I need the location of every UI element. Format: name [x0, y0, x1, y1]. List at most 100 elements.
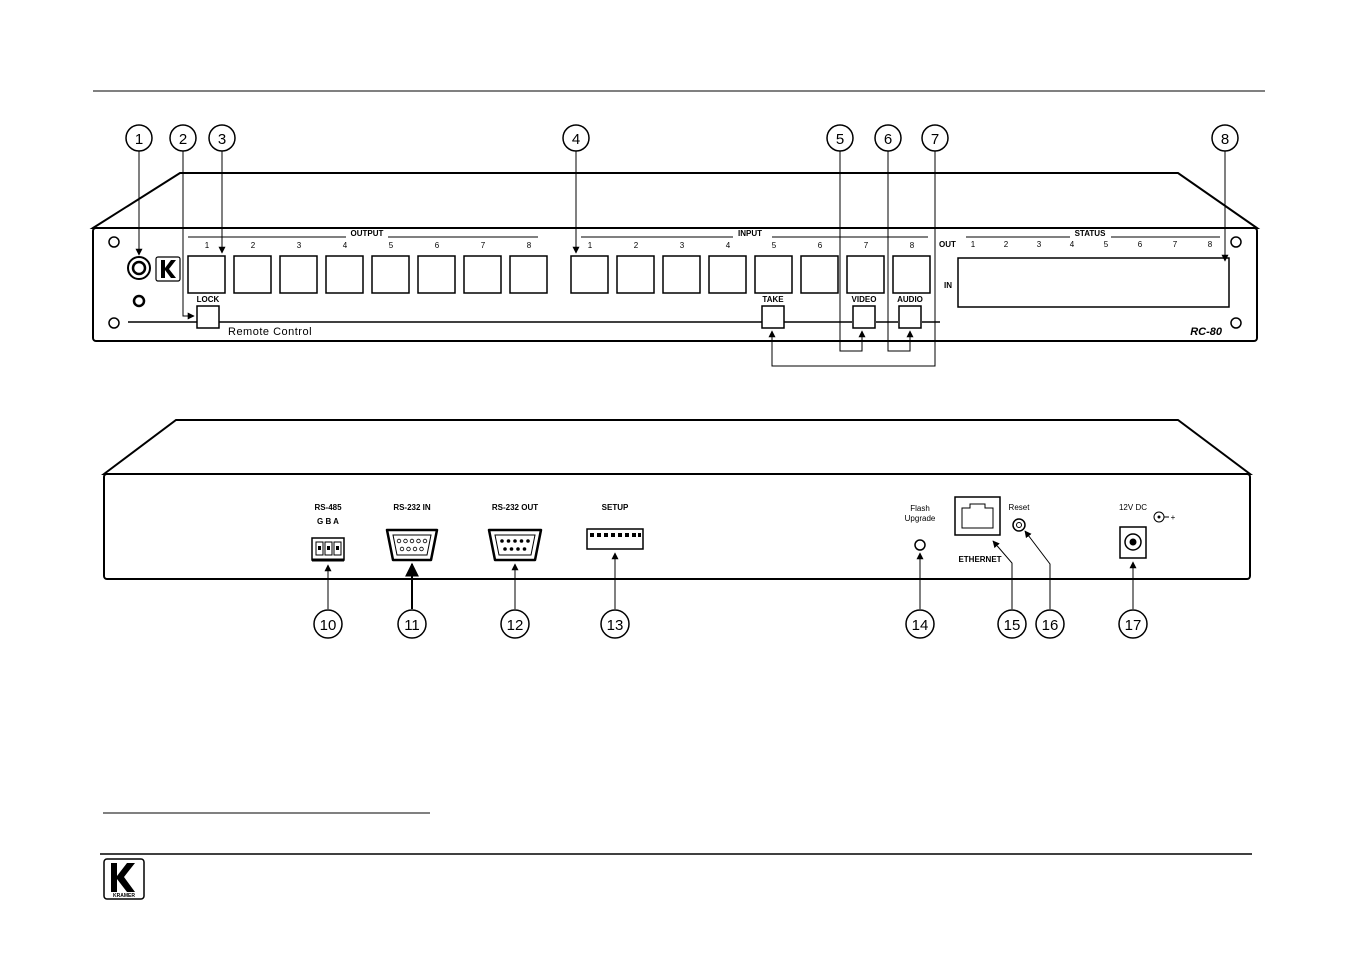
- status-number: 6: [1138, 240, 1143, 249]
- rs232-in-connector[interactable]: [387, 530, 437, 560]
- status-number: 3: [1037, 240, 1042, 249]
- input-button-7[interactable]: [847, 256, 884, 293]
- input-number: 7: [864, 241, 869, 250]
- callout-12: 12: [501, 610, 529, 638]
- input-section-label: INPUT: [738, 229, 762, 238]
- svg-text:1: 1: [135, 131, 143, 148]
- input-number: 8: [910, 241, 915, 250]
- output-section-label: OUTPUT: [351, 229, 384, 238]
- flash-upgrade-label: Upgrade: [905, 514, 936, 523]
- callout-2: 2: [170, 125, 196, 151]
- rs232-in-label: RS-232 IN: [393, 503, 431, 512]
- output-button-5[interactable]: [372, 256, 409, 293]
- callout-7: 7: [922, 125, 948, 151]
- svg-text:3: 3: [218, 131, 226, 148]
- input-button-8[interactable]: [893, 256, 930, 293]
- callout-1: 1: [126, 125, 152, 151]
- input-button-2[interactable]: [617, 256, 654, 293]
- svg-text:2: 2: [179, 131, 187, 148]
- callout-10: 10: [314, 610, 342, 638]
- front-callouts: 1 2 3 4 5 6 7 8: [126, 125, 1238, 151]
- ethernet-port[interactable]: [955, 497, 1000, 535]
- callout-6: 6: [875, 125, 901, 151]
- video-label: VIDEO: [852, 295, 877, 304]
- svg-text:14: 14: [912, 617, 929, 634]
- input-number: 3: [680, 241, 685, 250]
- callout-8: 8: [1212, 125, 1238, 151]
- svg-text:8: 8: [1221, 131, 1229, 148]
- input-button-1[interactable]: [571, 256, 608, 293]
- power-jack[interactable]: [1120, 527, 1146, 558]
- status-number: 4: [1070, 240, 1075, 249]
- status-number: 2: [1004, 240, 1009, 249]
- svg-text:15: 15: [1004, 617, 1021, 634]
- audio-label: AUDIO: [897, 295, 923, 304]
- svg-text:13: 13: [607, 617, 624, 634]
- footer-logo-text: KRAMER: [113, 893, 135, 899]
- output-number: 8: [527, 241, 532, 250]
- reset-button[interactable]: [1013, 519, 1025, 531]
- svg-text:7: 7: [931, 131, 939, 148]
- status-in-label: IN: [944, 281, 952, 290]
- take-button[interactable]: [762, 306, 784, 328]
- rs232-out-label: RS-232 OUT: [492, 503, 538, 512]
- model-label: RC-80: [1190, 326, 1223, 338]
- input-number: 2: [634, 241, 639, 250]
- callout-3: 3: [209, 125, 235, 151]
- rs485-label: RS-485: [314, 503, 342, 512]
- status-number: 1: [971, 240, 976, 249]
- svg-text:5: 5: [836, 131, 844, 148]
- input-button-6[interactable]: [801, 256, 838, 293]
- svg-text:16: 16: [1042, 617, 1059, 634]
- lock-button[interactable]: [197, 306, 219, 328]
- input-button-5[interactable]: [755, 256, 792, 293]
- output-number: 5: [389, 241, 394, 250]
- output-number: 7: [481, 241, 486, 250]
- output-button-1[interactable]: [188, 256, 225, 293]
- status-number: 8: [1208, 240, 1213, 249]
- flash-upgrade-label: Flash: [910, 504, 930, 513]
- front-panel: OUTPUT INPUT STATUS 1 2 3 4 5 6 7 8: [93, 173, 1257, 341]
- output-button-4[interactable]: [326, 256, 363, 293]
- input-button-3[interactable]: [663, 256, 700, 293]
- output-button-7[interactable]: [464, 256, 501, 293]
- kramer-logo-icon: [156, 257, 180, 281]
- svg-text:11: 11: [404, 617, 420, 634]
- svg-text:4: 4: [572, 131, 580, 148]
- power-switch[interactable]: [128, 257, 150, 279]
- video-button[interactable]: [853, 306, 875, 328]
- svg-text:17: 17: [1125, 617, 1142, 634]
- audio-button[interactable]: [899, 306, 921, 328]
- input-number: 1: [588, 241, 593, 250]
- output-button-8[interactable]: [510, 256, 547, 293]
- power-led: [134, 296, 144, 306]
- flash-upgrade-button[interactable]: [915, 540, 925, 550]
- callout-13: 13: [601, 610, 629, 638]
- output-button-6[interactable]: [418, 256, 455, 293]
- input-number: 5: [772, 241, 777, 250]
- kramer-footer-logo-icon: KRAMER: [104, 859, 144, 899]
- lock-label: LOCK: [197, 295, 220, 304]
- output-number: 3: [297, 241, 302, 250]
- output-number: 6: [435, 241, 440, 250]
- status-out-label: OUT: [939, 240, 956, 249]
- reset-label: Reset: [1009, 503, 1031, 512]
- rs232-out-connector[interactable]: [489, 530, 541, 560]
- callout-14: 14: [906, 610, 934, 638]
- take-label: TAKE: [762, 295, 784, 304]
- status-section-label: STATUS: [1075, 229, 1106, 238]
- callout-17: 17: [1119, 610, 1147, 638]
- power-label: 12V DC: [1119, 503, 1147, 512]
- output-button-3[interactable]: [280, 256, 317, 293]
- output-button-2[interactable]: [234, 256, 271, 293]
- svg-text:12: 12: [507, 617, 524, 634]
- ethernet-label: ETHERNET: [958, 555, 1001, 564]
- rs485-connector[interactable]: [312, 538, 344, 560]
- callout-11: 11: [398, 610, 426, 638]
- input-button-4[interactable]: [709, 256, 746, 293]
- setup-label: SETUP: [602, 503, 629, 512]
- status-display: [958, 258, 1229, 307]
- callout-16: 16: [1036, 610, 1064, 638]
- setup-dip-switch[interactable]: [587, 529, 643, 549]
